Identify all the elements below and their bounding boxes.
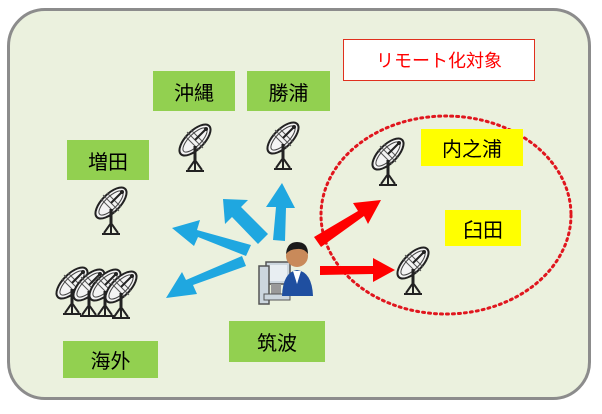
label-kaigai: 海外 (63, 341, 158, 378)
label-usuda: 臼田 (445, 210, 521, 246)
kaigai-antenna-group-icon (49, 260, 144, 320)
arrow-to-katsuura (266, 183, 295, 241)
katsuura-antenna-icon (260, 115, 306, 171)
remote-target-title: リモート化対象 (343, 39, 535, 81)
label-uchinoura: 内之浦 (421, 129, 523, 166)
arrow-to-okinawa (223, 199, 268, 244)
remote-target-circle (319, 114, 573, 316)
usuda-antenna-icon (390, 240, 436, 296)
label-masuda: 増田 (67, 140, 149, 180)
label-okinawa: 沖縄 (153, 71, 235, 111)
masuda-antenna-icon (88, 180, 134, 236)
okinawa-antenna-icon (172, 117, 218, 173)
arrow-to-usuda (320, 258, 395, 282)
arrow-to-kaigai (166, 256, 246, 298)
uchinoura-antenna-icon (365, 131, 411, 187)
arrow-to-uchinoura (314, 200, 381, 247)
operator-computer-icon (258, 242, 313, 305)
label-tsukuba: 筑波 (229, 321, 325, 362)
label-katsuura: 勝浦 (247, 71, 330, 111)
arrow-to-masuda (172, 220, 251, 256)
